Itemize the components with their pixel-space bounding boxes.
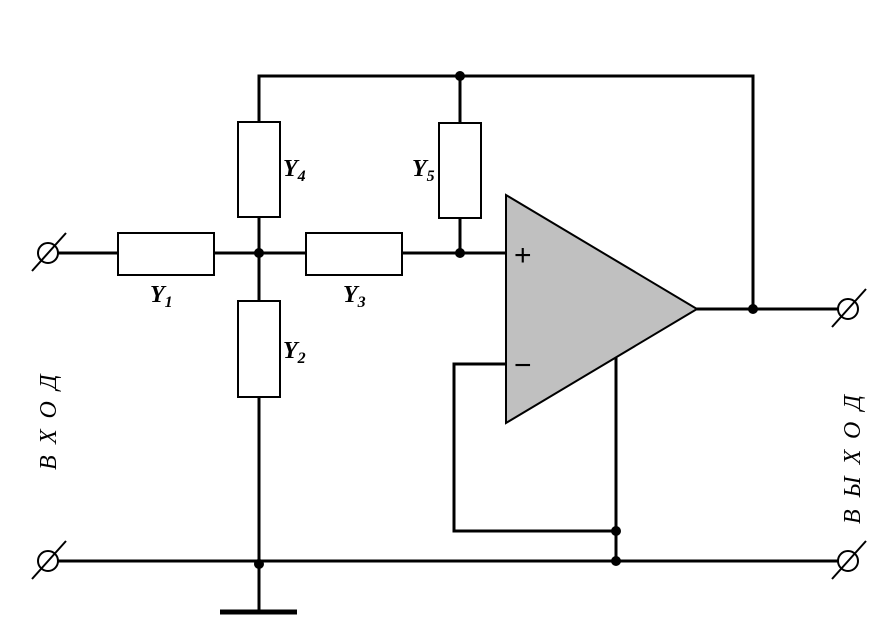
terminal-output-bottom [831, 540, 867, 580]
label-y1: Y1 [150, 282, 173, 311]
admittance-y2 [237, 300, 281, 398]
terminal-output-top [831, 288, 867, 328]
admittance-y3 [305, 232, 403, 276]
output-label: ВЫХОД [840, 383, 866, 524]
terminal-input-top [31, 232, 67, 272]
label-y3: Y3 [343, 282, 366, 311]
opamp-minus-sign: − [514, 349, 532, 382]
wires [46, 74, 850, 614]
admittance-y5 [438, 122, 482, 219]
input-label: ВХОД [36, 362, 62, 470]
label-y4: Y4 [283, 156, 306, 185]
admittance-y1 [117, 232, 215, 276]
admittance-y4 [237, 121, 281, 218]
terminal-input-bottom [31, 540, 67, 580]
label-y5: Y5 [412, 156, 435, 185]
opamp-triangle [505, 193, 699, 425]
junction-dots [254, 71, 758, 569]
label-y2: Y2 [283, 338, 306, 367]
opamp-plus-sign: + [514, 239, 532, 272]
